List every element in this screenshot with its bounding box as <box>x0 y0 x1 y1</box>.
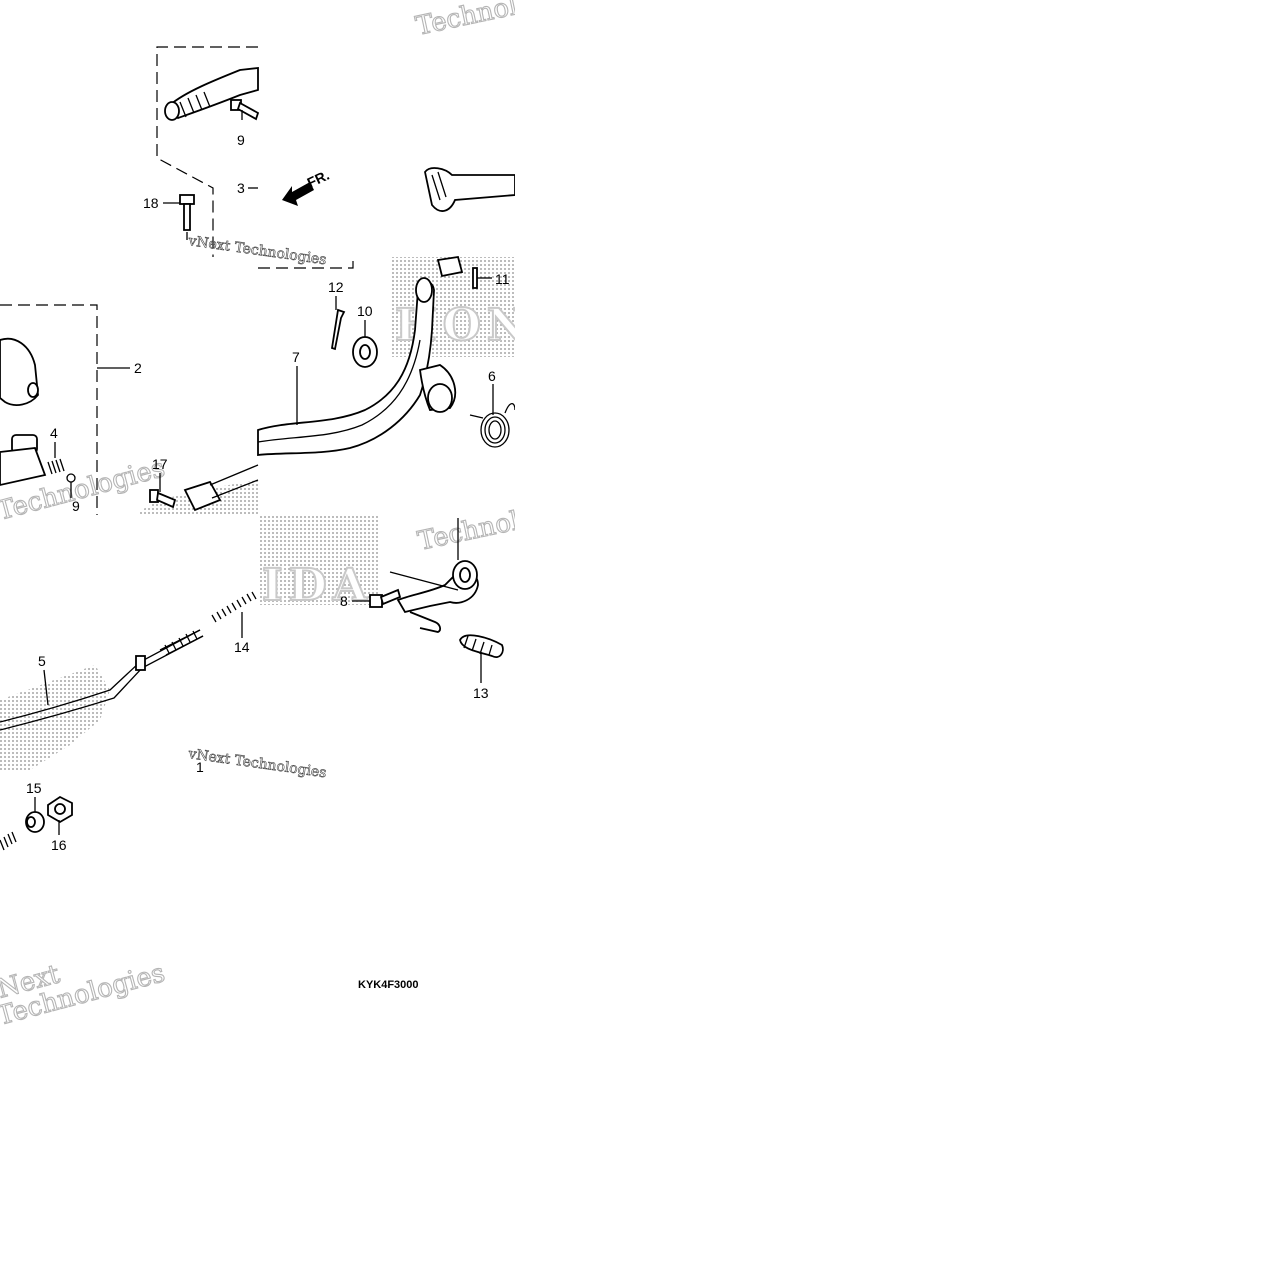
shade-lower-center <box>258 515 378 605</box>
callout-18: 18 <box>143 195 159 211</box>
bracket-top <box>436 255 464 278</box>
callout-3: 3 <box>237 180 245 196</box>
callout-16: 16 <box>51 837 67 853</box>
leader-lines <box>34 110 494 835</box>
bolt-8 <box>369 588 402 608</box>
callout-14: 14 <box>234 639 250 655</box>
callout-1: 1 <box>196 759 204 775</box>
bolt-17 <box>149 489 177 509</box>
pin-11 <box>472 267 478 289</box>
brake-pedal-top <box>164 66 259 121</box>
assembly-box-top-base <box>258 257 354 269</box>
callout-2: 2 <box>134 360 142 376</box>
master-cylinder-assembly <box>0 337 47 486</box>
callout-17: 17 <box>152 456 168 472</box>
bolt-9 <box>230 99 260 121</box>
blank-right-area <box>515 0 1285 1285</box>
diagram-code: KYK4F3000 <box>358 979 419 991</box>
callout-7: 7 <box>292 349 300 365</box>
assembly-box-top <box>156 46 258 257</box>
callout-6: 6 <box>488 368 496 384</box>
callout-10: 10 <box>357 303 373 319</box>
callout-5: 5 <box>38 653 46 669</box>
washer-10 <box>352 336 378 368</box>
direction-label: FR. <box>305 167 332 191</box>
callout-11: 11 <box>495 271 510 287</box>
spring-6 <box>469 402 516 448</box>
brake-arm-lever <box>389 560 479 633</box>
callout-4: 4 <box>50 425 58 441</box>
shade-lower-left <box>0 665 110 772</box>
watermark-7: vNext Technologies <box>186 746 327 781</box>
joint-15 <box>25 811 45 833</box>
bolt-18 <box>179 194 195 240</box>
spring-4 <box>47 458 65 475</box>
cotter-pin-12 <box>330 308 346 351</box>
pedal-pad-right <box>424 167 516 212</box>
bracket-17 <box>183 480 222 512</box>
callout-12: 12 <box>328 279 344 295</box>
callout-9: 9 <box>237 132 245 148</box>
callout-9b: 9 <box>72 498 80 514</box>
brake-rod <box>0 629 204 731</box>
spring-lower-left <box>0 831 17 851</box>
nut-16 <box>47 795 73 824</box>
callout-8: 8 <box>340 593 348 609</box>
callout-13: 13 <box>473 685 489 701</box>
boot-13 <box>459 634 504 658</box>
assembly-box-left <box>0 304 98 515</box>
callout-15: 15 <box>26 780 42 796</box>
front-arrow-icon: FR. <box>282 167 332 206</box>
spring-14 <box>211 591 257 623</box>
callouts: 1 2 3 4 5 6 7 8 9 9 10 11 12 13 14 15 16… <box>26 132 510 853</box>
brand-watermark-2: IDA <box>262 560 373 611</box>
watermark-6: vNext Technologies <box>186 233 327 268</box>
brake-pedal-arm <box>257 277 457 457</box>
